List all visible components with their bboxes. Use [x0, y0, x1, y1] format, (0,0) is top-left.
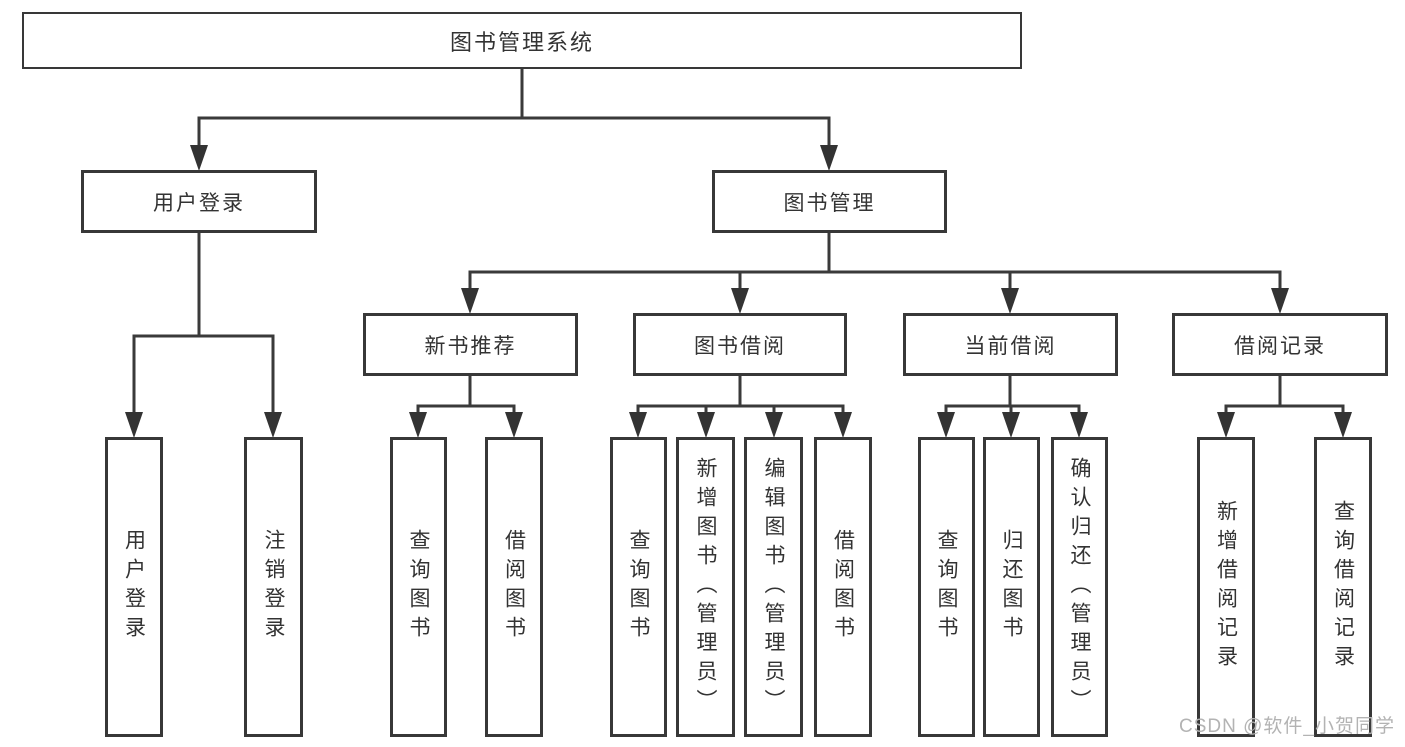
leaf-current-confirm-return-admin-label: 确认归还（管理员） [1068, 456, 1091, 718]
node-book-borrow-label: 图书借阅 [694, 334, 786, 358]
leaf-recommend-borrow-books-label: 借阅图书 [502, 529, 526, 645]
leaf-records-query-record-label: 查询借阅记录 [1331, 500, 1355, 674]
watermark: CSDN @软件_小贺同学 [1179, 716, 1395, 737]
leaf-current-confirm-return-admin: 确认归还（管理员） [1051, 437, 1108, 737]
leaf-recommend-borrow-books: 借阅图书 [485, 437, 543, 737]
node-current-borrow: 当前借阅 [903, 313, 1118, 376]
node-user-login-label: 用户登录 [153, 191, 245, 215]
leaf-user-login: 用户登录 [105, 437, 163, 737]
leaf-recommend-query-books: 查询图书 [390, 437, 447, 737]
leaf-current-query-books-label: 查询图书 [935, 529, 958, 645]
node-new-book-recommend: 新书推荐 [363, 313, 578, 376]
leaf-borrow-borrow-books: 借阅图书 [814, 437, 872, 737]
node-root-label: 图书管理系统 [449, 29, 594, 55]
leaf-borrow-add-books-admin: 新增图书（管理员） [676, 437, 735, 737]
leaf-logout-label: 注销登录 [262, 529, 285, 645]
leaf-borrow-edit-books-admin-label: 编辑图书（管理员） [762, 456, 785, 718]
node-book-management-label: 图书管理 [783, 191, 876, 215]
leaf-records-add-record-label: 新增借阅记录 [1214, 500, 1238, 674]
node-borrow-records-label: 借阅记录 [1234, 334, 1326, 358]
leaf-borrow-query-books-label: 查询图书 [627, 529, 650, 645]
leaf-borrow-query-books: 查询图书 [610, 437, 667, 737]
node-book-management: 图书管理 [712, 170, 947, 233]
node-borrow-records: 借阅记录 [1172, 313, 1388, 376]
leaf-current-return-books: 归还图书 [983, 437, 1040, 737]
leaf-borrow-borrow-books-label: 借阅图书 [831, 529, 855, 645]
leaf-current-query-books: 查询图书 [918, 437, 975, 737]
leaf-borrow-edit-books-admin: 编辑图书（管理员） [744, 437, 803, 737]
node-new-book-recommend-label: 新书推荐 [424, 334, 517, 358]
leaf-borrow-add-books-admin-label: 新增图书（管理员） [694, 456, 717, 718]
node-current-borrow-label: 当前借阅 [964, 334, 1057, 358]
node-root: 图书管理系统 [22, 12, 1022, 69]
node-user-login: 用户登录 [81, 170, 317, 233]
node-book-borrow: 图书借阅 [633, 313, 847, 376]
leaf-logout: 注销登录 [244, 437, 303, 737]
leaf-recommend-query-books-label: 查询图书 [407, 529, 430, 645]
arrowheads [125, 145, 1352, 438]
leaf-records-query-record: 查询借阅记录 [1314, 437, 1372, 737]
leaf-records-add-record: 新增借阅记录 [1197, 437, 1255, 737]
leaf-current-return-books-label: 归还图书 [1000, 529, 1023, 645]
leaf-user-login-label: 用户登录 [122, 529, 146, 645]
